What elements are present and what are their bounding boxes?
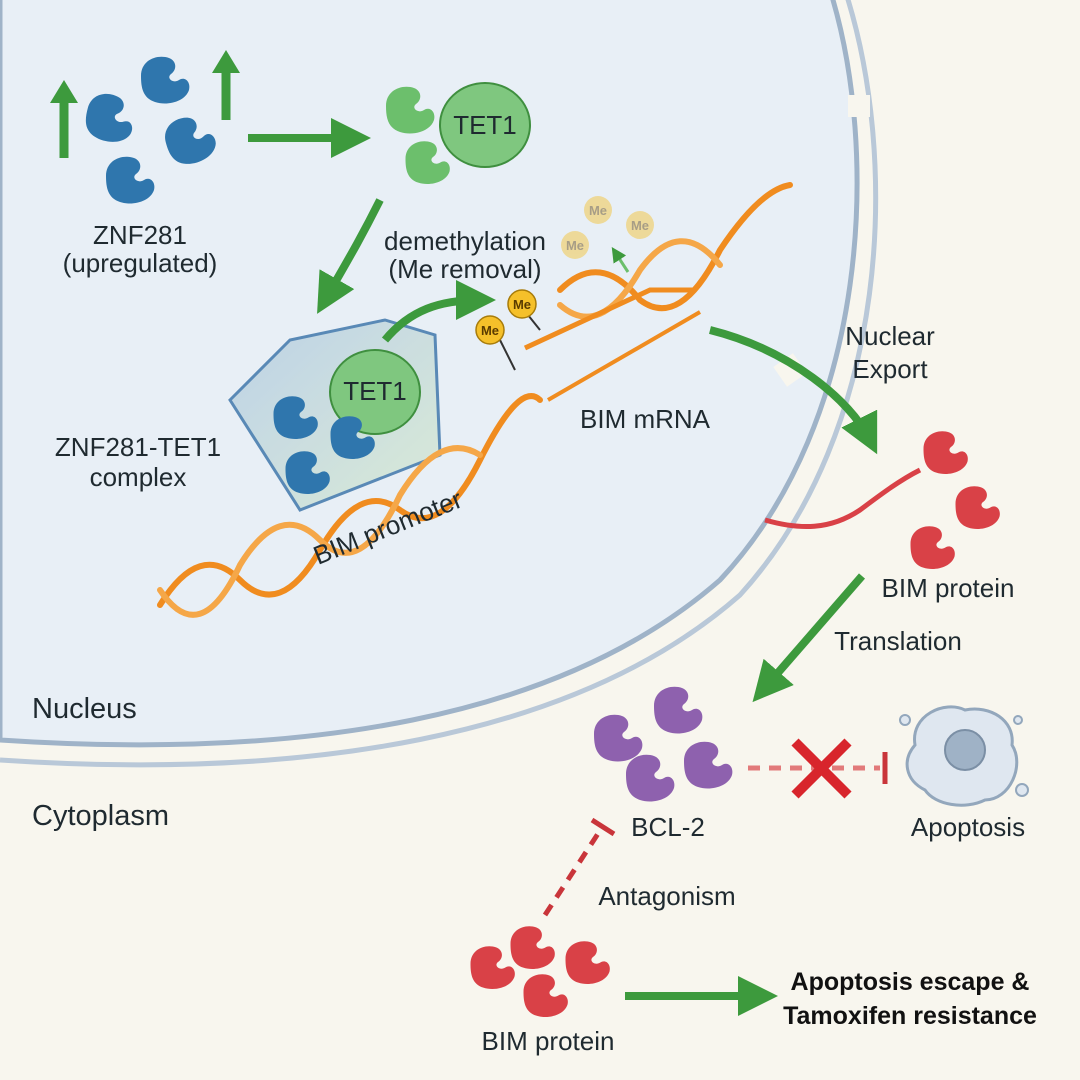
complex-label: ZNF281-TET1 <box>55 432 221 462</box>
demethylation-label: demethylation <box>384 226 546 256</box>
complex-sub-label: complex <box>90 462 187 492</box>
svg-text:Me: Me <box>589 203 607 218</box>
apoptosis-label: Apoptosis <box>911 812 1025 842</box>
blocked-inhibition <box>748 738 888 799</box>
svg-text:Me: Me <box>631 218 649 233</box>
bim-protein-bottom-label: BIM protein <box>482 1026 615 1056</box>
bcl2-cluster <box>594 686 733 802</box>
znf281-status-label: (upregulated) <box>63 248 218 278</box>
nucleus-label: Nucleus <box>32 693 137 725</box>
svg-text:Me: Me <box>481 323 499 338</box>
bim-protein-bottom-cluster <box>470 926 610 1018</box>
antagonism-label: Antagonism <box>598 881 735 911</box>
released-methyl-group: Me Me Me <box>561 196 654 259</box>
bim-protein-top-label: BIM protein <box>882 573 1015 603</box>
bcl2-label: BCL-2 <box>631 812 705 842</box>
bim-mrna-label: BIM mRNA <box>580 404 711 434</box>
nuclear-export-sub-label: Export <box>852 354 928 384</box>
apoptotic-cell-icon <box>899 705 1029 807</box>
translation-arrow <box>752 573 866 703</box>
znf281-tet1-complex <box>228 318 442 512</box>
outcome-label: Apoptosis escape & <box>791 968 1030 996</box>
methyl-group: Me <box>475 315 516 371</box>
activation-arrow <box>381 280 496 343</box>
complex-tet1-label: TET1 <box>343 376 407 406</box>
svg-text:Me: Me <box>566 238 584 253</box>
methyl-release-arrow <box>611 246 630 273</box>
bim-protein-top-cluster <box>910 431 1000 570</box>
svg-text:Me: Me <box>513 297 531 312</box>
bim-promoter-dna <box>157 182 793 618</box>
znf281-label: ZNF281 <box>93 220 187 250</box>
tet1-label: TET1 <box>453 110 517 140</box>
antagonism-inhibition <box>542 817 616 917</box>
tet1-free <box>386 82 531 185</box>
cytoplasm-label: Cytoplasm <box>32 800 169 832</box>
cytoplasmic-mrna <box>764 467 922 529</box>
upregulated-arrow-icon <box>50 50 240 158</box>
mrna-transcript <box>523 287 702 402</box>
nuclear-export-arrow <box>709 326 878 455</box>
binding-arrow <box>317 198 384 314</box>
nuclear-export-label: Nuclear <box>845 321 935 351</box>
outcome-sub-label: Tamoxifen resistance <box>783 1002 1037 1030</box>
methyl-group: Me <box>507 289 541 331</box>
translation-label: Translation <box>834 626 962 656</box>
demethylation-sub-label: (Me removal) <box>388 254 541 284</box>
